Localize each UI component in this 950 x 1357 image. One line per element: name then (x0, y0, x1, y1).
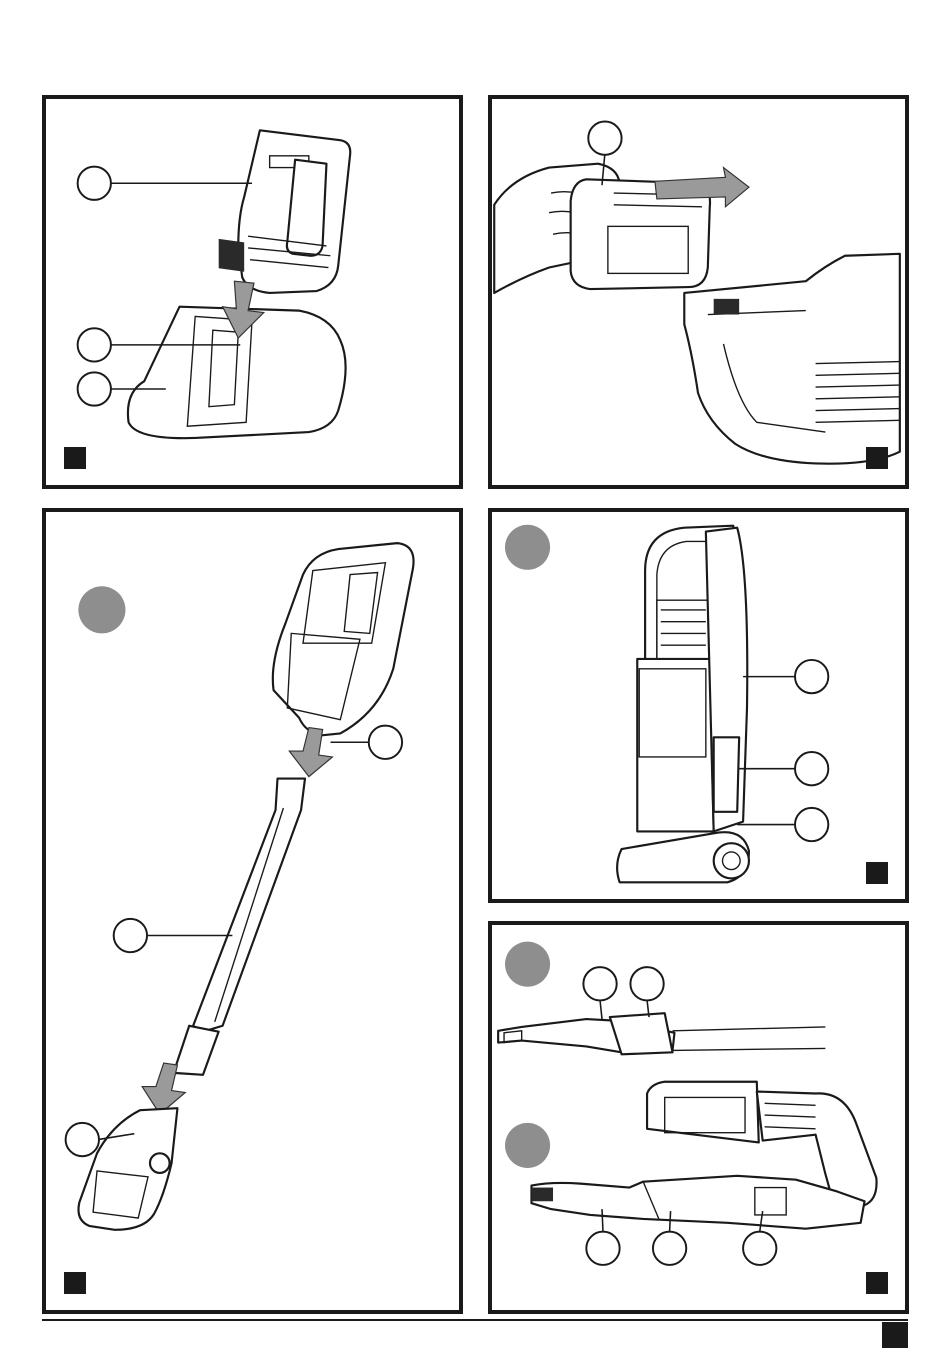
page-marker (882, 1322, 908, 1348)
figure-handheld-tools (488, 921, 909, 1314)
footer-rule (42, 1319, 908, 1321)
step-marker (78, 586, 125, 633)
figure-battery-insert (488, 95, 909, 489)
figure-marker (866, 862, 888, 884)
figure-marker (866, 1272, 888, 1294)
step-marker (505, 1123, 550, 1168)
battery-charger-drawing (46, 99, 459, 485)
figure-upright-side (488, 508, 909, 903)
figure-marker (866, 447, 888, 469)
upright-side-drawing (492, 512, 905, 899)
step-marker (505, 942, 550, 987)
battery-insert-drawing (492, 99, 905, 485)
stick-assembly-drawing (46, 512, 459, 1310)
handheld-tools-drawing (492, 925, 905, 1310)
figure-marker (64, 447, 86, 469)
figure-battery-charger (42, 95, 463, 489)
figure-marker (64, 1272, 86, 1294)
figure-stick-assembly (42, 508, 463, 1314)
step-marker (505, 525, 550, 570)
